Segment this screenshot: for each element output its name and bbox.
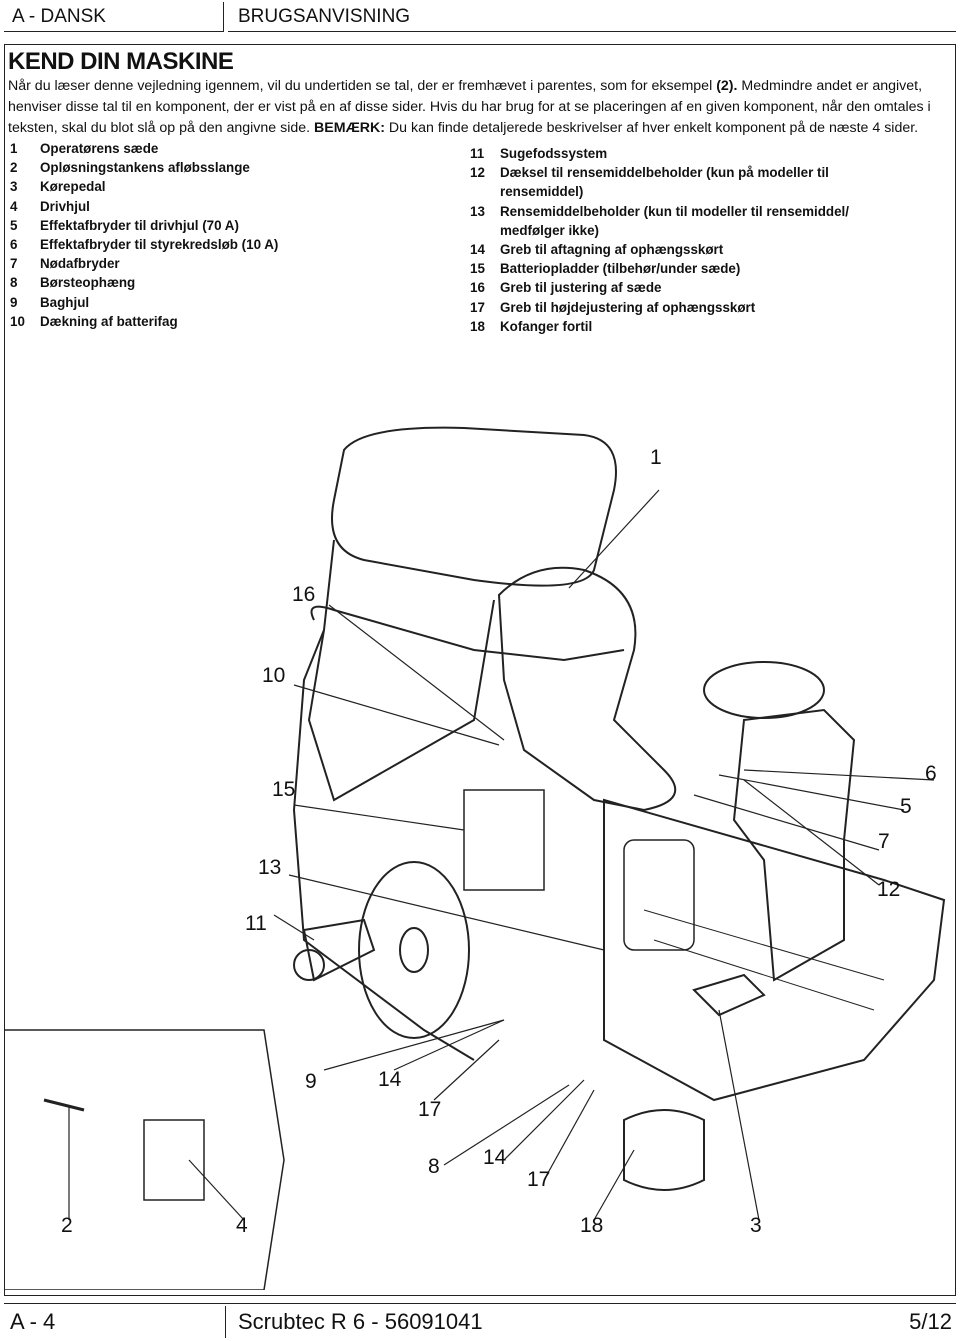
body-tower	[307, 539, 495, 802]
intro-paragraph: Når du læser denne vejledning igennem, v…	[8, 76, 950, 139]
rear-wheel	[358, 861, 470, 1039]
callout-15: 15	[272, 778, 296, 801]
note-label: BEMÆRK:	[314, 120, 385, 136]
footer-rule	[4, 1303, 956, 1304]
rear-wheel-hub	[399, 927, 429, 973]
inset-hose	[43, 1098, 85, 1112]
seat-backrest	[331, 426, 617, 587]
callout-14: 14	[378, 1068, 402, 1091]
detergent-container	[623, 839, 695, 951]
content-frame	[4, 44, 956, 1296]
inset-frame	[4, 1029, 285, 1290]
seat-cushion	[497, 566, 677, 812]
list-item: rensemiddel)	[500, 184, 584, 200]
inset-wheel-box	[143, 1119, 205, 1201]
accelerator-pedal	[692, 973, 766, 1017]
callout-2: 2	[61, 1214, 73, 1237]
callout-16: 16	[292, 583, 316, 606]
callout-10: 10	[262, 664, 286, 687]
page-count: 5/12	[909, 1309, 952, 1334]
callout-13: 13	[258, 856, 282, 879]
front-platform	[603, 798, 946, 1102]
callout-12: 12	[877, 878, 901, 901]
callout-8: 8	[428, 1155, 440, 1178]
language-section: A - DANSK	[4, 2, 224, 32]
intro-text-2: Medmindre andet er angivet, henviser dis…	[8, 78, 931, 136]
floor-grid-lines	[643, 909, 885, 1011]
page-title: KEND DIN MASKINE	[8, 48, 234, 75]
leader-lines	[68, 489, 935, 1221]
callout-5: 5	[900, 795, 912, 818]
callout-9: 9	[305, 1070, 317, 1093]
callout-7: 7	[878, 830, 890, 853]
machine-illustration	[4, 426, 946, 1290]
intro-example-ref: (2).	[716, 78, 738, 94]
steering-column	[732, 708, 856, 982]
callout-3: 3	[750, 1214, 762, 1237]
housing-left-edge	[292, 629, 475, 1061]
front-bumper	[623, 1109, 705, 1191]
page-footer: A - 4 Scrubtec R 6 - 56091041 5/12	[0, 1300, 960, 1341]
squeegee	[302, 918, 376, 982]
squeegee-wheel	[293, 949, 325, 981]
callout-14-lower: 14	[483, 1146, 507, 1169]
callout-18: 18	[580, 1214, 604, 1237]
callout-6: 6	[925, 762, 937, 785]
model-number: Scrubtec R 6 - 56091041	[238, 1309, 483, 1334]
page-header: A - DANSK BRUGSANVISNING	[0, 0, 960, 36]
callout-4: 4	[236, 1214, 248, 1237]
document-title: BRUGSANVISNING	[228, 2, 956, 32]
steering-wheel	[703, 661, 825, 719]
list-item: medfølger ikke)	[500, 222, 599, 238]
callout-17: 17	[418, 1098, 442, 1121]
callout-1: 1	[650, 446, 662, 469]
housing-top	[310, 605, 625, 662]
battery-charger	[463, 789, 545, 891]
page-number: A - 4	[4, 1306, 226, 1338]
intro-text-1: Når du læser denne vejledning igennem, v…	[8, 78, 713, 94]
note-text: Du kan finde detaljerede beskrivelser af…	[384, 120, 919, 136]
callout-17-lower: 17	[527, 1168, 551, 1191]
callout-11: 11	[245, 912, 267, 935]
